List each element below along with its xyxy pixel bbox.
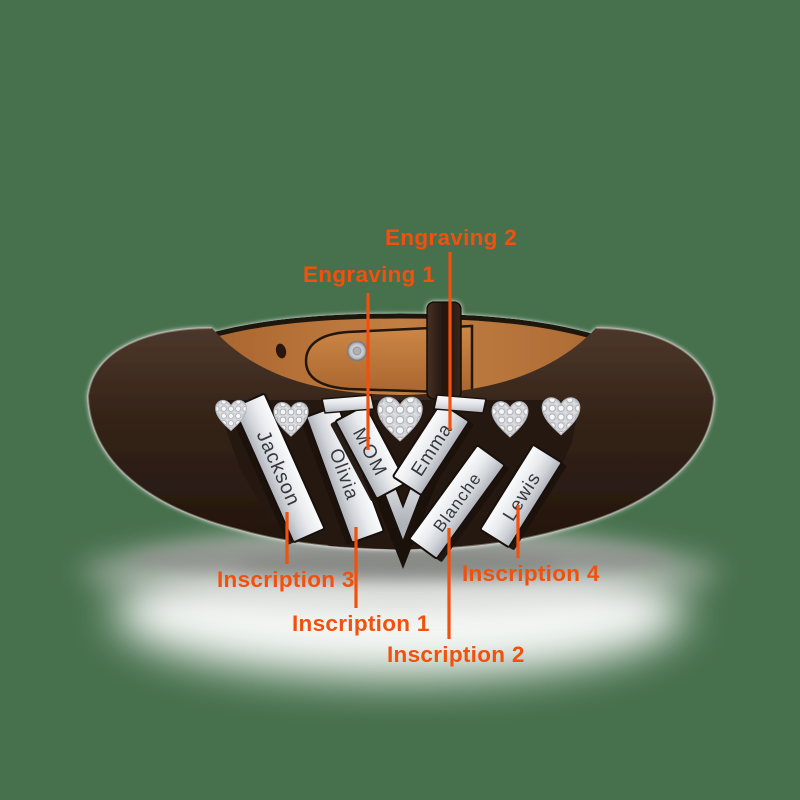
snap-rivet-center bbox=[352, 346, 362, 356]
annotation-label-inscription-1: Inscription 1 bbox=[292, 611, 430, 636]
keeper-loop bbox=[426, 301, 462, 400]
pave-heart bbox=[377, 396, 423, 442]
annotation-label-inscription-2: Inscription 2 bbox=[387, 642, 525, 667]
annotation-label-inscription-3: Inscription 3 bbox=[217, 567, 355, 592]
strap-hole bbox=[275, 343, 287, 359]
name-plate-lewis: Lewis bbox=[479, 444, 567, 550]
pave-heart bbox=[541, 397, 581, 436]
name-plate-charm: Jackson Olivia MOM Emma Blanche bbox=[215, 393, 581, 569]
annotation-label-engraving-2: Engraving 2 bbox=[385, 225, 518, 250]
pave-heart bbox=[215, 399, 247, 432]
annotation-leader-lines bbox=[285, 252, 520, 639]
name-plate-mom: MOM bbox=[330, 404, 407, 501]
annotation-label-engraving-1: Engraving 1 bbox=[303, 262, 436, 287]
drop-shadow bbox=[80, 536, 720, 678]
plate-top-tab bbox=[321, 394, 375, 414]
pave-heart bbox=[491, 401, 529, 438]
band-rim-highlight bbox=[87, 327, 716, 551]
pave-heart bbox=[273, 402, 309, 437]
plate-top-tab bbox=[433, 394, 487, 414]
annotation-label-inscription-4: Inscription 4 bbox=[462, 561, 600, 586]
